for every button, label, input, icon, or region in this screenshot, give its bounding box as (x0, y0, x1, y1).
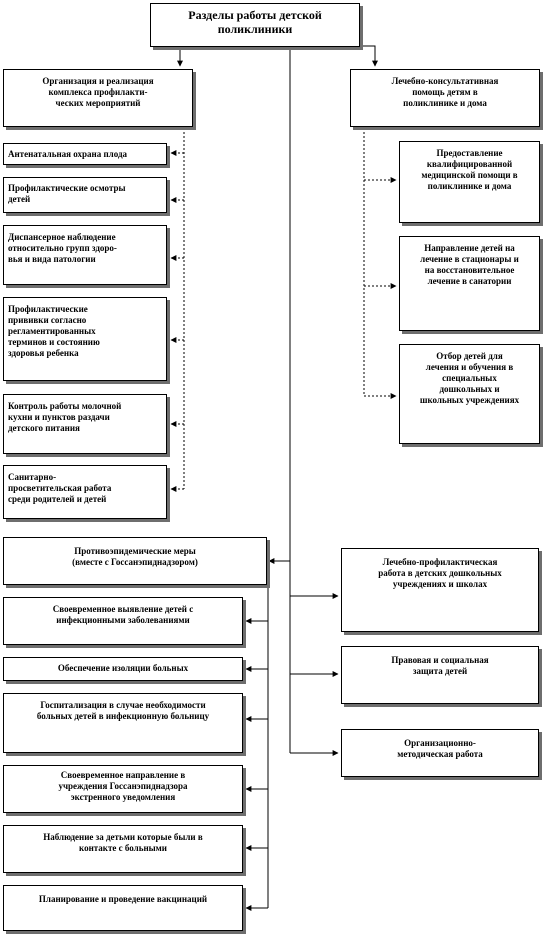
left-item-6: Санитарно- просветительская работа среди… (3, 465, 167, 519)
line-title-left (150, 45, 183, 67)
left-item-5: Контроль работы молочной кухни и пунктов… (3, 394, 167, 454)
right-item-1: Предоставление квалифицированной медицин… (399, 141, 540, 223)
epid-item-1: Своевременное выявление детей с инфекцио… (3, 597, 243, 645)
epid-item-5: Наблюдение за детьми которые были в конт… (3, 825, 243, 873)
epid-item-6: Планирование и проведение вакцинаций (3, 885, 243, 931)
line-title-right (360, 45, 378, 67)
epid-item-4: Своевременное направление в учреждения Г… (3, 765, 243, 813)
epidemic-box: Противоэпидемические меры (вместе с Госс… (3, 537, 267, 585)
diagram-title: Разделы работы детской поликлиники (150, 3, 360, 47)
right-item-2: Направление детей на лечение в стационар… (399, 236, 540, 331)
mid-item-2: Правовая и социальная защита детей (341, 646, 539, 704)
epid-item-2: Обеспечение изоляции больных (3, 657, 243, 681)
left-item-3: Диспансерное наблюдение относительно гру… (3, 225, 167, 285)
left-item-2: Профилактические осмотры детей (3, 177, 167, 213)
epid-item-3: Госпитализация в случае необходимости бо… (3, 693, 243, 753)
left-item-4: Профилактические прививки согласно регла… (3, 297, 167, 381)
mid-item-1: Лечебно-профилактическая работа в детски… (341, 548, 539, 632)
right-item-3: Отбор детей для лечения и обучения в спе… (399, 344, 540, 444)
left-item-1: Антенатальная охрана плода (3, 143, 167, 165)
prevention-box: Организация и реализация комплекса профи… (3, 69, 193, 127)
consultation-box: Лечебно-консультативная помощь детям в п… (350, 69, 540, 127)
mid-item-3: Организационно- методическая работа (341, 729, 539, 777)
